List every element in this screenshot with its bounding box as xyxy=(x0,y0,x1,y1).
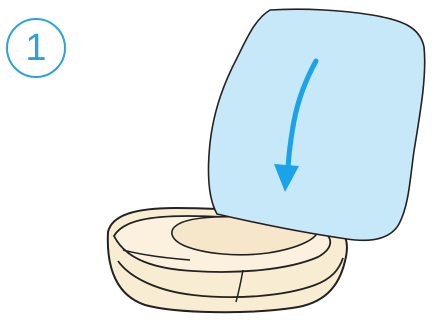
cushion-front-edge xyxy=(117,257,344,298)
seat-backrest-icon xyxy=(207,8,426,242)
step-number-badge: 1 xyxy=(6,18,66,78)
backrest-panel xyxy=(207,8,426,242)
seat-cushion-icon xyxy=(106,206,348,314)
arrow-shaft xyxy=(285,58,319,171)
cushion-seam-front xyxy=(235,269,244,303)
step-number: 1 xyxy=(25,27,47,69)
arrow-head xyxy=(274,164,299,192)
downward-arrow-icon xyxy=(274,58,319,192)
cushion-seam-left xyxy=(122,249,191,261)
